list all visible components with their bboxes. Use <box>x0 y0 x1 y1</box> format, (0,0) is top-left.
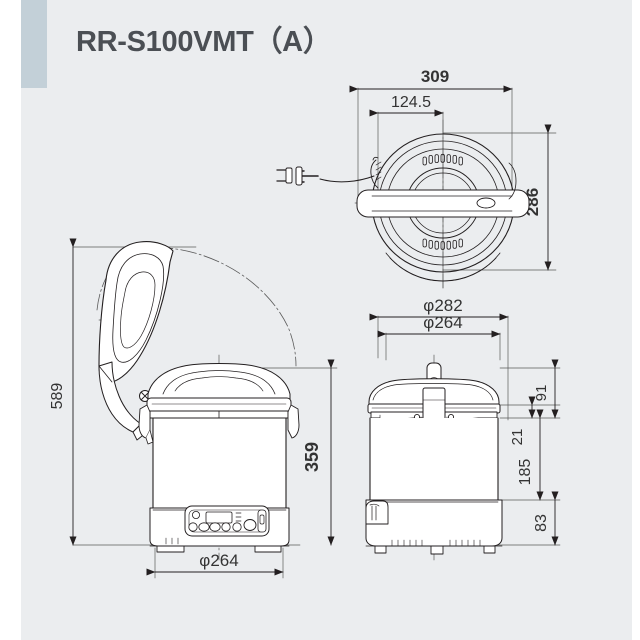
dimension-label-phi282: φ282 <box>423 296 462 315</box>
control-panel <box>184 505 270 537</box>
dimension-label-83: 83 <box>533 514 550 532</box>
dimension-label-phi264-side: φ264 <box>423 313 462 332</box>
dimension-185: 185 <box>517 409 544 501</box>
top-view-cord-entry <box>370 156 382 189</box>
dimension-phi264-side: φ264 <box>377 313 501 338</box>
side-cord-detail <box>365 500 389 525</box>
side-view-body <box>365 417 503 547</box>
panel-button <box>191 510 200 519</box>
side-view-group: φ282 φ264 91 21 <box>365 296 561 561</box>
power-plug <box>276 166 319 186</box>
dimension-label-589: 589 <box>49 383 66 410</box>
front-view-base <box>149 537 290 553</box>
dimension-309: 309 <box>349 67 513 93</box>
front-view-group: 589 359 φ264 <box>49 238 338 579</box>
panel-button <box>243 519 257 531</box>
page-title: RR-S100VMT（A） <box>76 26 332 58</box>
open-lid <box>98 241 174 441</box>
power-cord <box>319 175 375 183</box>
panel-button <box>198 522 210 532</box>
panel-button <box>232 522 242 532</box>
dimension-label-phi264-front: φ264 <box>199 551 238 570</box>
dimension-label-309: 309 <box>421 67 449 86</box>
dimension-phi282: φ282 <box>369 296 509 321</box>
closed-lid-top <box>146 363 292 423</box>
dimension-label-359: 359 <box>302 442 322 472</box>
lid-side-flaps <box>138 404 300 445</box>
side-lid-support <box>422 387 446 421</box>
panel-button <box>221 522 231 532</box>
dimension-label-185: 185 <box>517 459 534 486</box>
dimension-124-5: 124.5 <box>369 94 444 117</box>
dimension-589: 589 <box>49 238 77 546</box>
dimension-83: 83 <box>533 491 559 546</box>
dimension-91: 91 <box>533 359 559 419</box>
dimension-359: 359 <box>302 359 335 546</box>
dimension-label-21: 21 <box>509 429 526 446</box>
dimension-label-91: 91 <box>533 385 550 402</box>
dimension-21: 21 <box>509 396 536 446</box>
side-view-base <box>365 539 503 555</box>
panel-button <box>188 522 198 532</box>
display-screen <box>205 511 233 524</box>
top-view-carry-handle <box>356 189 530 218</box>
dimension-phi264-front: φ264 <box>146 551 284 576</box>
dimension-label-124-5: 124.5 <box>391 94 431 111</box>
accent-bar <box>21 0 47 88</box>
panel-button <box>209 522 221 532</box>
top-view-group: 309 124.5 286 <box>276 67 557 291</box>
top-view-hinge-right <box>508 162 517 200</box>
